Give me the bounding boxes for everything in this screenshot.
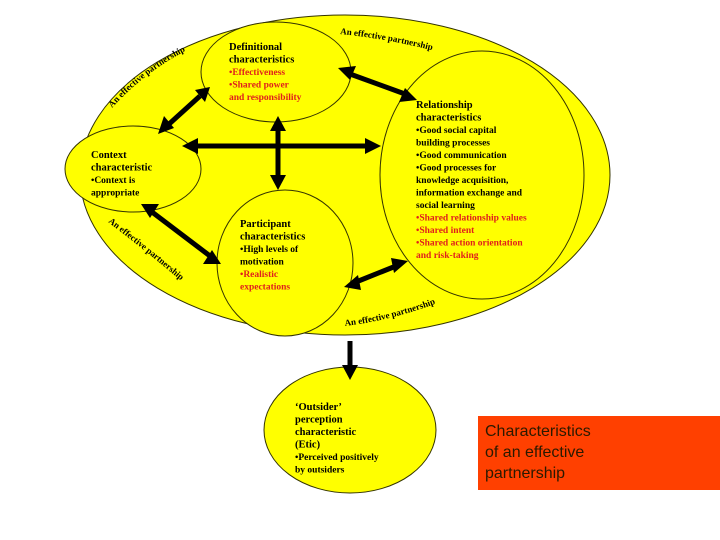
arrow-context-participant: [141, 204, 221, 264]
context-ellipse: [64, 125, 202, 213]
participant-item-line: •High levels of: [240, 245, 299, 255]
context-characteristic-text: Context characteristic •Context is appropri…: [91, 150, 153, 199]
relationship-item-line: •Shared intent: [416, 226, 475, 236]
relationship-item-line: and risk-taking: [416, 251, 479, 261]
definitional-item-line: •Effectiveness: [229, 68, 285, 78]
relationship-item-line: •Good communication: [416, 151, 507, 161]
relationship-item-line: knowledge acquisition,: [416, 176, 509, 186]
relationship-item-line: •Shared action orientation: [416, 239, 523, 249]
definitional-item-line: and responsibility: [229, 93, 302, 103]
outsider-title-line: perception: [295, 415, 343, 426]
definitional-characteristics-text: Definitional characteristics •Effectivenes…: [229, 42, 302, 103]
arrow-context-relationship: [182, 138, 381, 154]
participant-item-line: expectations: [240, 283, 290, 293]
relationship-item-line: •Good social capital: [416, 126, 497, 136]
arrow-definitional-relationship: [338, 66, 417, 102]
participant-characteristics-text: Participant characteristics •High levels o…: [240, 219, 305, 293]
definitional-title-line: characteristics: [229, 55, 294, 66]
arrow-definitional-participant: [270, 116, 286, 190]
participant-title-line: characteristics: [240, 232, 305, 243]
outsider-title-line: characteristic: [295, 427, 357, 438]
participant-ellipse: [216, 189, 354, 337]
context-title-line: characteristic: [91, 163, 153, 174]
relationship-item-line: •Shared relationship values: [416, 214, 527, 224]
outsider-item-line: •Perceived positively: [295, 453, 379, 463]
arrow-partnership-outsider: [342, 341, 358, 380]
relationship-title-line: Relationship: [416, 100, 473, 111]
relationship-item-line: building processes: [416, 139, 490, 149]
relationship-item-line: social learning: [416, 201, 475, 211]
context-item-line: •Context is: [91, 176, 136, 186]
participant-item-line: •Realistic: [240, 270, 278, 280]
arrow-participant-relationship: [344, 258, 408, 290]
outsider-item-line: by outsiders: [295, 466, 345, 476]
definitional-title-line: Definitional: [229, 42, 282, 53]
participant-item-line: motivation: [240, 258, 285, 268]
relationship-title-line: characteristics: [416, 113, 481, 124]
context-title-line: Context: [91, 150, 127, 161]
relationship-item-line: •Good processes for: [416, 164, 497, 174]
outsider-title-line: ‘Outsider’: [295, 402, 342, 413]
diagram-caption-box: Characteristics of an effective partners…: [478, 416, 720, 490]
arrow-context-definitional: [158, 87, 210, 134]
participant-title-line: Participant: [240, 219, 291, 230]
outsider-title-line: (Etic): [295, 440, 321, 451]
context-item-line: appropriate: [91, 189, 139, 199]
relationship-ellipse: [379, 50, 585, 300]
definitional-item-line: •Shared power: [229, 81, 290, 91]
relationship-item-line: information exchange and: [416, 189, 523, 199]
relationship-characteristics-text: Relationship characteristics •Good social …: [416, 100, 527, 261]
